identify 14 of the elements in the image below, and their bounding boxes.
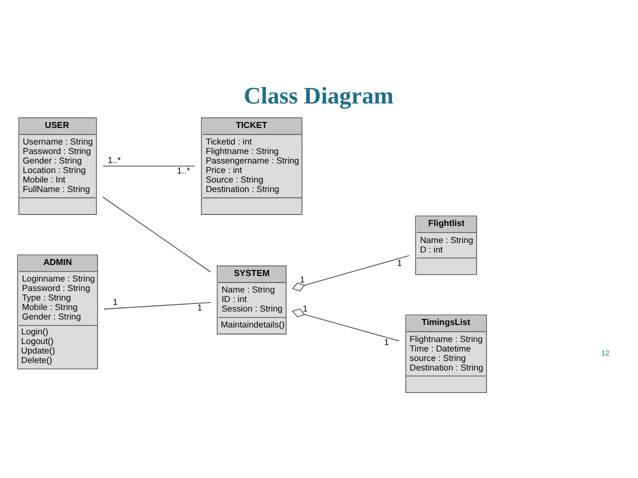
- connector: [104, 302, 212, 310]
- diagram-title: Class Diagram: [244, 84, 394, 110]
- label: 1..*: [176, 166, 190, 176]
- label: 1: [300, 274, 305, 285]
- label: 1: [197, 302, 202, 313]
- connector: [292, 308, 400, 342]
- connector: [102, 196, 212, 272]
- label: 1: [112, 297, 118, 308]
- label: 1: [397, 258, 402, 268]
- label: 1: [384, 337, 390, 348]
- connector: [102, 166, 196, 167]
- label: 1: [302, 303, 308, 314]
- connector: [292, 255, 410, 292]
- label: 1..*: [108, 154, 121, 165]
